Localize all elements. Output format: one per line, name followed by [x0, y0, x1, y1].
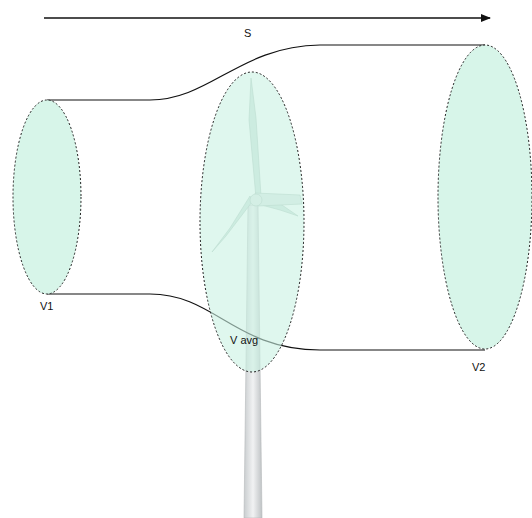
direction-arrow	[44, 17, 490, 19]
speed-label: V2	[472, 361, 485, 374]
distance-label: S	[244, 27, 251, 40]
inlet-section	[13, 100, 81, 294]
speed-label: V1	[40, 300, 53, 313]
rotor-section	[200, 72, 304, 372]
outlet-section	[438, 45, 532, 349]
speed-label: V avg	[230, 334, 258, 347]
